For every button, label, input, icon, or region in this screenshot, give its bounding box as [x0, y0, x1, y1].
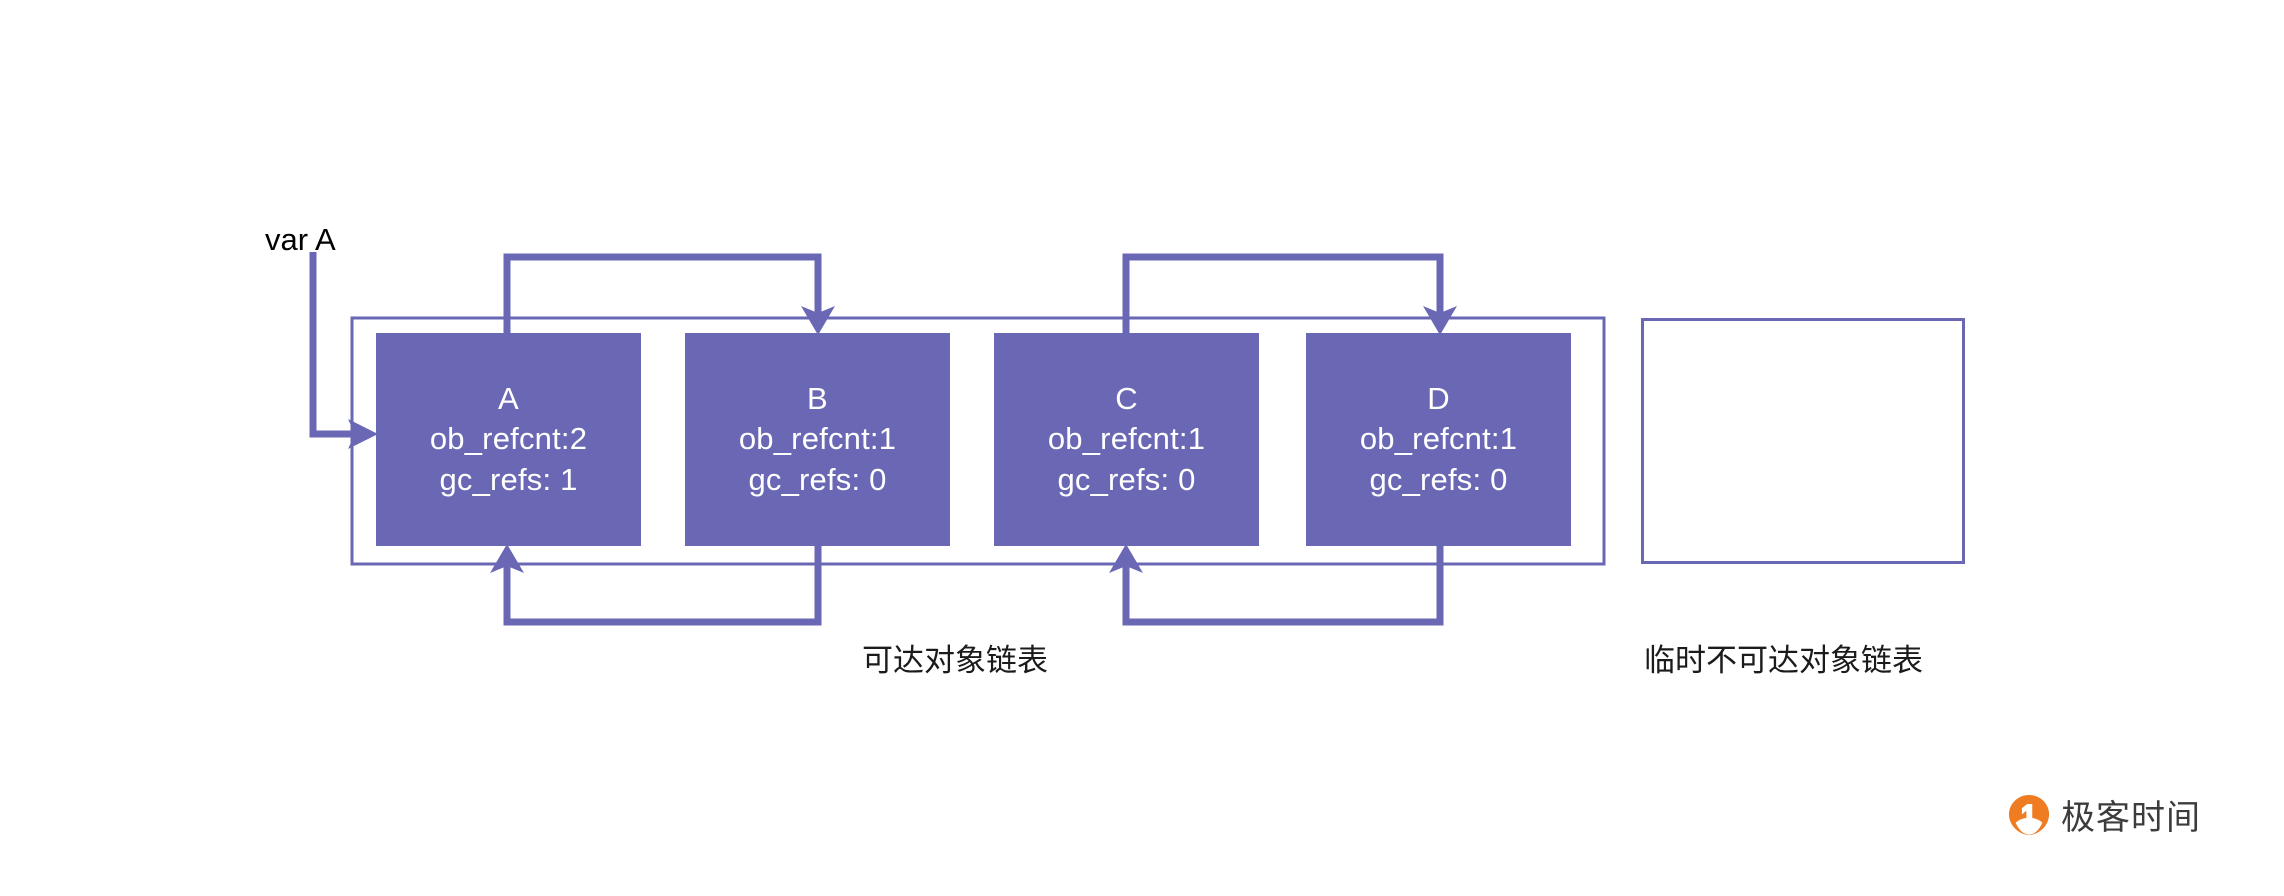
object-b-refcnt: ob_refcnt:1	[738, 421, 897, 457]
object-b-name: B	[807, 381, 828, 417]
object-a-name: A	[498, 381, 519, 417]
object-a-gcrefs: gc_refs: 1	[439, 461, 578, 497]
object-b-gcrefs: gc_refs: 0	[748, 461, 887, 497]
object-node-d[interactable]: D ob_refcnt:1 gc_refs: 0	[1306, 333, 1571, 546]
edge-c-to-d	[1122, 253, 1444, 333]
geektime-logo-icon	[2008, 794, 2050, 835]
brand-logo: 极客时间	[2008, 790, 2201, 839]
object-c-name: C	[1115, 381, 1138, 417]
edge-b-to-a	[503, 546, 822, 626]
arrowhead-to-a-bottom	[490, 544, 524, 573]
object-node-a[interactable]: A ob_refcnt:2 gc_refs: 1	[376, 333, 641, 546]
object-d-gcrefs: gc_refs: 0	[1369, 461, 1508, 497]
reachable-list-caption: 可达对象链表	[862, 643, 1048, 678]
edge-var-a-to-a	[309, 252, 356, 438]
unreachable-list-container[interactable]	[1641, 318, 1965, 564]
arrowhead-to-d-top	[1423, 306, 1457, 335]
unreachable-list-caption: 临时不可达对象链表	[1644, 643, 1923, 678]
edge-a-to-b	[503, 253, 822, 333]
object-c-refcnt: ob_refcnt:1	[1047, 421, 1206, 457]
brand-wordmark: 极客时间	[2061, 799, 2201, 837]
arrowhead-to-c-bottom	[1109, 544, 1143, 573]
arrowhead-to-b-top	[801, 306, 835, 335]
object-d-name: D	[1427, 381, 1450, 417]
arrowhead-to-a-left	[348, 419, 378, 449]
edge-d-to-c	[1122, 546, 1444, 626]
object-node-b[interactable]: B ob_refcnt:1 gc_refs: 0	[685, 333, 950, 546]
object-c-gcrefs: gc_refs: 0	[1057, 461, 1196, 497]
object-node-c[interactable]: C ob_refcnt:1 gc_refs: 0	[994, 333, 1259, 546]
object-a-refcnt: ob_refcnt:2	[429, 421, 588, 457]
object-d-refcnt: ob_refcnt:1	[1359, 421, 1518, 457]
var-a-label: var A	[265, 222, 336, 257]
